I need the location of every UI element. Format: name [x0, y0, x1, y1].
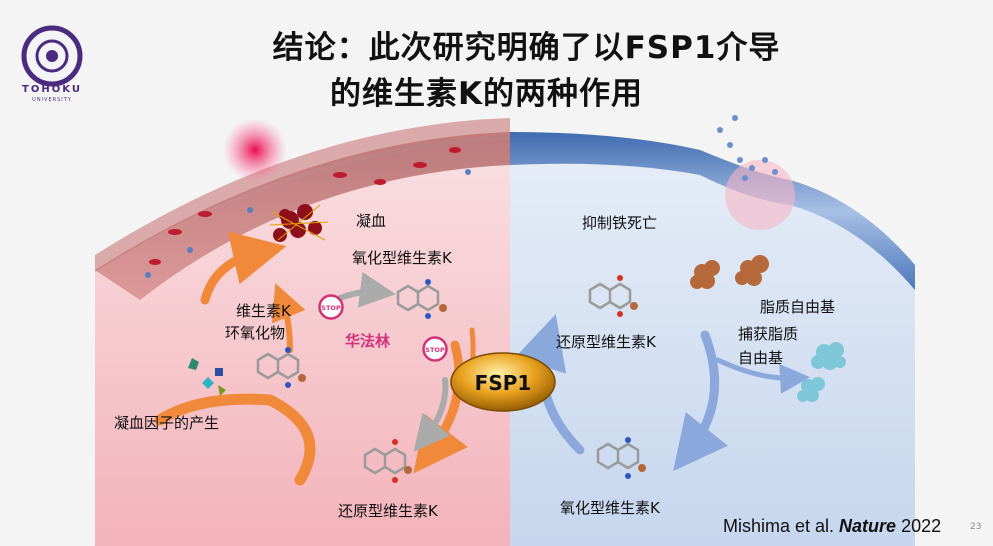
stop-sign-2: STOP	[422, 336, 448, 362]
label-epoxide-2: 环氧化物	[225, 322, 285, 343]
label-lipid-radical: 脂质自由基	[760, 296, 835, 317]
label-factor-production: 凝血因子的产生	[114, 412, 219, 433]
title-line-2: 的维生素K的两种作用	[0, 68, 983, 113]
label-trap-2: 自由基	[738, 347, 783, 368]
label-reduced-vk-left: 还原型维生素K	[338, 500, 438, 521]
citation-authors: Mishima et al.	[723, 516, 839, 536]
fsp1-label: FSP1	[475, 371, 532, 395]
label-ferroptosis: 抑制铁死亡	[582, 212, 657, 233]
label-warfarin: 华法林	[345, 330, 390, 351]
citation: Mishima et al. Nature 2022	[723, 516, 941, 537]
stop-text-2: STOP	[425, 346, 445, 354]
label-coagulation: 凝血	[356, 210, 386, 231]
citation-journal: Nature	[839, 516, 896, 536]
citation-year: 2022	[896, 516, 941, 536]
page-number: 23	[970, 522, 981, 532]
label-trap-1: 捕获脂质	[738, 323, 798, 344]
label-oxidized-vk-right: 氧化型维生素K	[560, 497, 660, 518]
label-oxidized-vk-left: 氧化型维生素K	[352, 247, 452, 268]
stop-text-1: STOP	[321, 304, 341, 312]
label-reduced-vk-right: 还原型维生素K	[556, 331, 656, 352]
label-epoxide-1: 维生素K	[236, 300, 291, 321]
fsp1-enzyme: FSP1	[448, 350, 558, 414]
title-line-1: 结论：此次研究明确了以FSP1介导	[30, 22, 993, 67]
stop-sign-1: STOP	[318, 294, 344, 320]
